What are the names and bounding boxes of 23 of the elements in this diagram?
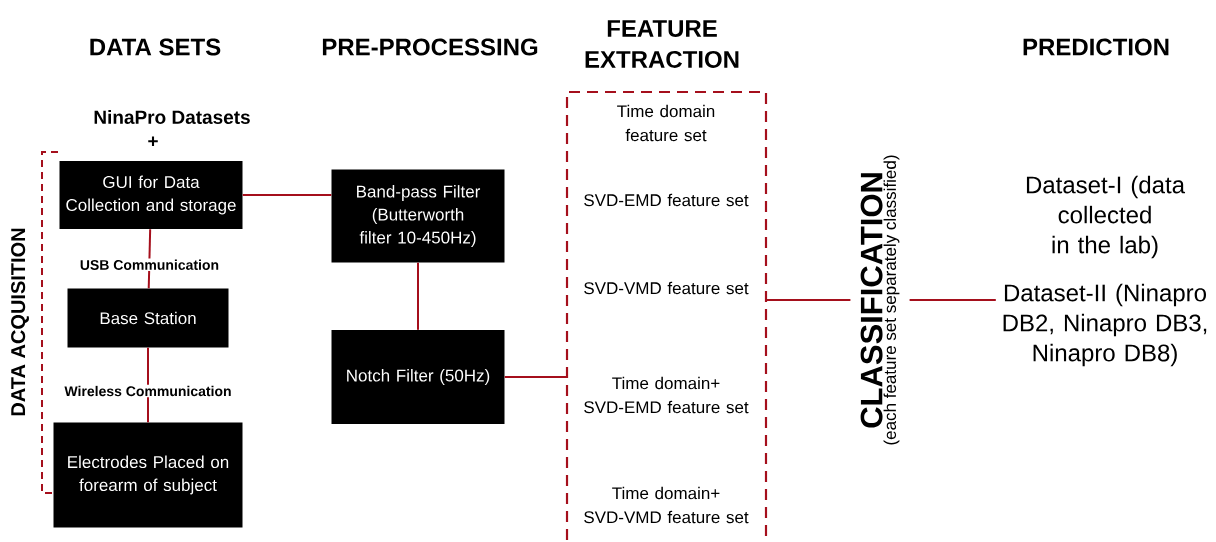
prediction-text: Dataset-I (data collected in the lab) Dataset-II (Ninapro DB2, Ninapro DB3, Ninapro DB8) (1003, 175, 1207, 367)
column-heading: PRE-PROCESSING (322, 38, 538, 56)
column-heading: FEATURE EXTRACTION (585, 20, 739, 68)
connector-line (147, 346, 149, 424)
edge-label: Wireless Communication (63, 384, 233, 398)
process-box: Base Station (67, 288, 229, 348)
process-box: Band-pass Filter (Butterworth filter 10-450Hz) (331, 169, 505, 263)
column-heading: DATA SETS (90, 38, 221, 56)
connector-line (503, 376, 568, 378)
connector-line (241, 194, 333, 196)
dataset-heading: NinaPro Datasets (94, 110, 250, 124)
process-box: Notch Filter (50Hz) (331, 330, 505, 424)
column-heading: PREDICTION (1023, 38, 1169, 56)
process-box: GUI for Data Collection and storage (59, 161, 243, 229)
connector-line (764, 299, 852, 301)
connector-line (147, 228, 152, 290)
classification-label: CLASSIFICATION (each feature set separately classified) (860, 155, 900, 445)
connector-line (417, 261, 419, 331)
connector-line (908, 299, 997, 301)
edge-label: USB Communication (78, 258, 221, 271)
feature-set-box: Time domain feature set SVD-EMD feature set SVD-VMD feature set Time domain+ SVD-EMD feature set Time domain+ SVD-VMD feature set (565, 90, 768, 540)
section-label: DATA ACQUISITION (11, 228, 29, 416)
process-box: Electrodes Placed on forearm of subject (53, 422, 243, 528)
